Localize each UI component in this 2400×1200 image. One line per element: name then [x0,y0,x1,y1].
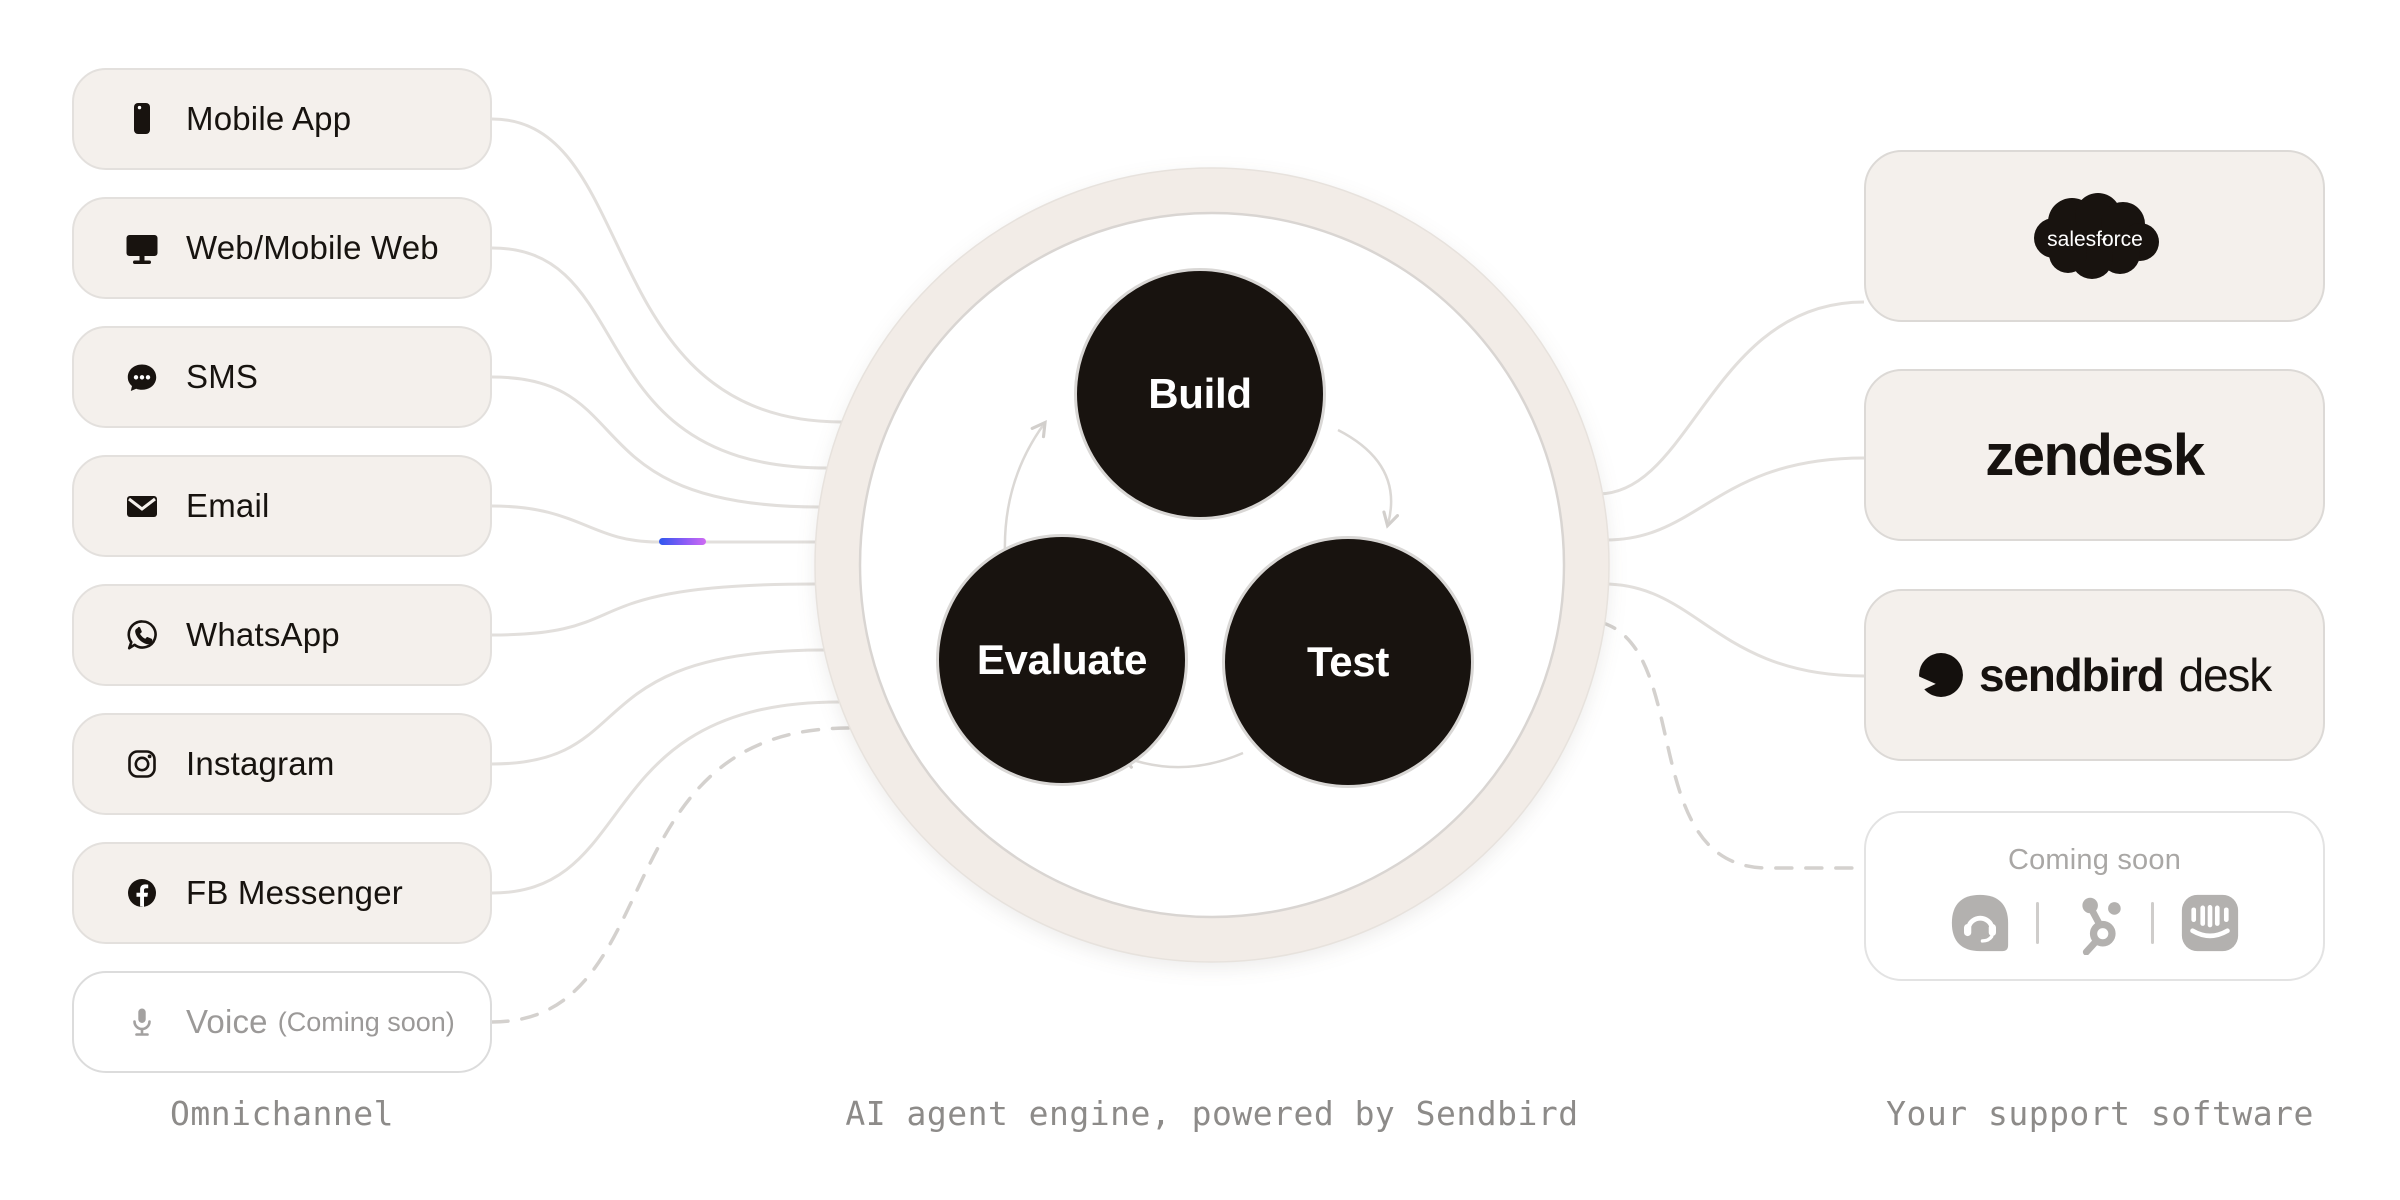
caption-your-support-software: Your support software [1886,1094,2314,1133]
envelope-icon [120,484,164,528]
node-label: Build [1148,370,1252,417]
smartphone-icon [120,97,164,141]
voice-dashed-connector [490,726,851,1024]
coming-soon-dashed-connector [1598,620,1904,870]
intercom-icon [2181,894,2238,951]
microphone-icon [120,1000,164,1044]
channel-label: Voice [186,1003,268,1040]
right-connector-lines [1597,300,1865,678]
sendbird-logo-icon [1917,653,1963,697]
engine-node-evaluate: Evaluate [936,534,1188,786]
monitor-icon [120,226,164,270]
zendesk-logo-text: zendesk [1985,422,2205,488]
arrow-test-to-evaluate [1119,751,1244,769]
node-label: Test [1306,638,1390,685]
salesforce-logo-text: salesforce [2047,228,2143,251]
channel-pill-sms: SMS [72,326,492,428]
integration-card-coming-soon: Coming soon [1864,811,2325,981]
integration-card-zendesk: zendesk [1864,369,2325,541]
chat-bubble-icon [120,355,164,399]
channel-label: Web/Mobile Web [186,229,439,266]
channel-pill-fb-messenger: FB Messenger [72,842,492,944]
channel-pill-voice: Voice (Coming soon) [72,971,492,1073]
channel-pill-instagram: Instagram [72,713,492,815]
engine-node-test: Test [1222,536,1474,788]
whatsapp-icon [120,613,164,657]
partner-separator [2035,901,2039,944]
channel-pill-whatsapp: WhatsApp [72,584,492,686]
partner-separator [2150,901,2154,944]
facebook-icon [120,871,164,915]
channel-label-suffix: (Coming soon) [277,1006,455,1037]
integration-card-salesforce: salesforce [1864,150,2325,322]
instagram-icon [120,742,164,786]
channel-label: FB Messenger [186,874,403,911]
engine-node-build: Build [1074,268,1326,520]
channel-label: Instagram [186,745,335,782]
channel-label: SMS [186,358,259,395]
sendbird-logo-text: sendbird [1978,649,2165,701]
freshdesk-icon [1951,894,2008,951]
hubspot-icon [2081,897,2121,955]
channel-pill-email: Email [72,455,492,557]
coming-soon-partner-icons [1948,891,2242,955]
caption-ai-agent-engine: AI agent engine, powered by Sendbird [845,1094,1579,1133]
data-packet-gradient [659,538,706,545]
integration-card-sendbird-desk: sendbird desk [1864,589,2325,761]
sendbird-desk-text: desk [2178,649,2273,701]
node-label: Evaluate [976,636,1148,683]
left-connector-lines [491,117,843,895]
channel-label: WhatsApp [186,616,340,653]
salesforce-logo-icon: salesforce [2033,193,2159,279]
caption-omnichannel: Omnichannel [169,1094,395,1133]
channel-label: Email [186,487,270,524]
arrow-build-to-test [1337,428,1400,529]
channel-pill-web: Web/Mobile Web [72,197,492,299]
channel-label: Mobile App [186,100,352,137]
channel-pill-mobile-app: Mobile App [72,68,492,170]
coming-soon-label: Coming soon [2007,843,2182,876]
